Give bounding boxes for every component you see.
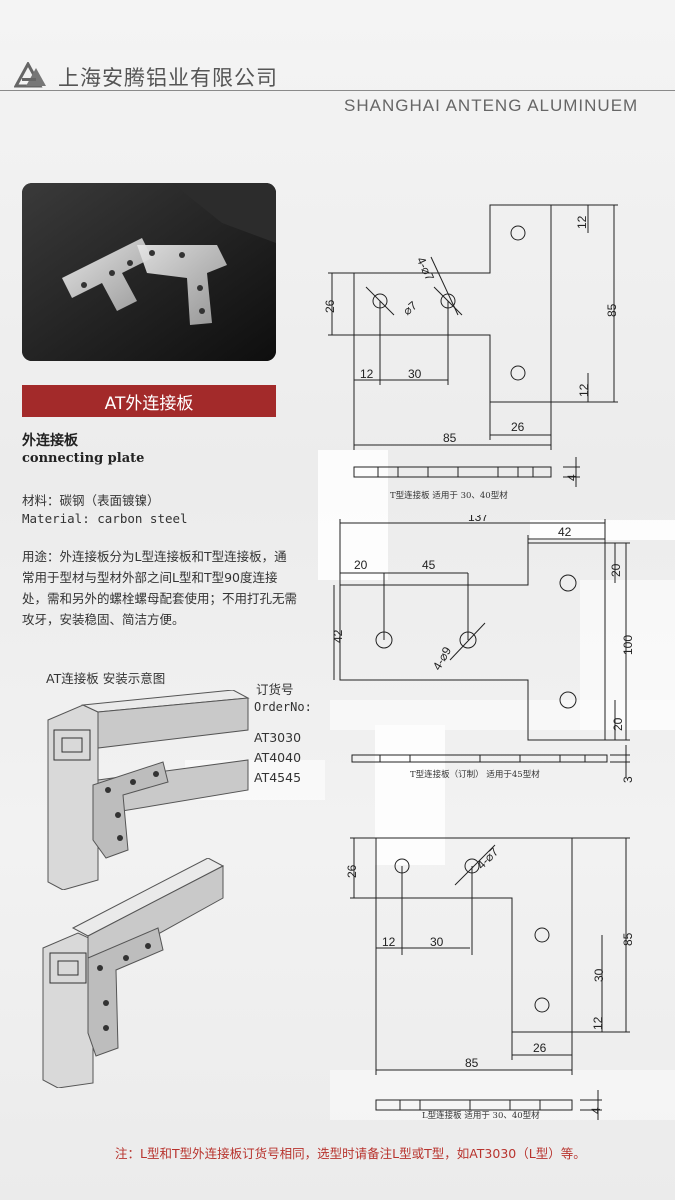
dim-label: 30 <box>592 968 606 982</box>
dim-label: 3 <box>621 776 635 783</box>
header-divider <box>0 90 675 91</box>
dim-label: 26 <box>533 1041 547 1055</box>
dim-label: 85 <box>465 1056 479 1070</box>
dim-label: 45 <box>422 558 436 572</box>
hole <box>534 927 550 943</box>
product-photo <box>22 183 276 361</box>
dim-label: 12 <box>382 935 396 949</box>
footer-note: 注：L型和T型外连接板订货号相同，选型时请备注L型或T型，如AT3030（L型）… <box>115 1146 586 1161</box>
dim-label: 20 <box>609 563 623 577</box>
dim-label: 20 <box>611 717 625 731</box>
order-title-en: OrderNo: <box>254 700 312 714</box>
dim-label: 42 <box>331 629 345 643</box>
order-item: AT4545 <box>254 770 302 785</box>
dim-label: 85 <box>621 932 635 946</box>
install-illustration-l <box>42 858 225 1088</box>
company-name-cn: 上海安腾铝业有限公司 <box>58 66 278 90</box>
install-diagram-title: AT连接板 安装示意图 <box>46 671 166 686</box>
dim-label: 4 <box>589 1107 603 1114</box>
order-title-cn: 订货号 <box>256 682 294 697</box>
order-item: AT4040 <box>254 750 302 765</box>
order-item: AT3030 <box>254 730 302 745</box>
t-plate-outline <box>353 204 552 403</box>
dim-label: 20 <box>354 558 368 572</box>
dim-label: 85 <box>605 303 619 317</box>
company-name-en: SHANGHAI ANTENG ALUMINUEM <box>344 96 639 115</box>
material-cn: 材料：碳钢（表面镀镍） <box>22 493 160 508</box>
dim-label: 26 <box>323 299 337 313</box>
bg-profile-shape <box>318 450 388 580</box>
dim-label: 4 <box>565 474 579 481</box>
drawing-caption: T型连接板（订制） 适用于45型材 <box>410 769 540 780</box>
hole <box>510 365 526 381</box>
drawing-t-plate-custom: 137 42 20 45 20 100 42 4-⌀9 20 3 T型连接板（订… <box>331 515 635 783</box>
dim-label: 4-⌀7 <box>474 845 502 873</box>
product-banner: AT外连接板 <box>22 385 276 417</box>
drawing-caption: T型连接板 适用于 30、40型材 <box>390 490 508 500</box>
install-illustration-t <box>47 690 250 890</box>
dim-label: 26 <box>345 864 359 878</box>
dim-label: 12 <box>577 383 591 397</box>
dim-label: 12 <box>360 367 374 381</box>
drawing-t-plate: 12 85 4-⌀7 26 ⌀7 12 30 12 26 85 4 T型连接板 … <box>323 204 619 500</box>
company-logo <box>14 62 46 88</box>
hole <box>559 691 577 709</box>
material-en: Material: carbon steel <box>22 511 188 526</box>
dim-label: 4-⌀9 <box>430 644 455 673</box>
usage-text: 用途：外连接板分为L型连接板和T型连接板，通常用于型材与型材外部之间L型和T型9… <box>22 549 298 627</box>
dim-label: 4-⌀7 <box>414 255 437 283</box>
drawing-l-plate: 26 4-⌀7 85 12 30 30 12 26 85 4 L型连接板 适用于… <box>345 837 635 1120</box>
dim-label: 85 <box>443 431 457 445</box>
dim-label: 12 <box>575 215 589 229</box>
product-name-en: connecting plate <box>22 451 145 466</box>
t-plate-custom-outline <box>339 542 606 741</box>
side-view <box>353 466 552 478</box>
dim-label: 12 <box>591 1016 605 1030</box>
side-view <box>375 1099 573 1111</box>
hole <box>510 225 526 241</box>
l-plate-outline <box>375 837 573 1033</box>
order-list: AT3030 AT4040 AT4545 <box>254 728 301 788</box>
dim-label: 26 <box>511 420 525 434</box>
hole <box>534 997 550 1013</box>
dim-label: ⌀7 <box>400 298 420 318</box>
hole <box>559 574 577 592</box>
drawing-caption: L型连接板 适用于 30、40型材 <box>422 1110 540 1120</box>
dim-label: 30 <box>408 367 422 381</box>
dim-label: 100 <box>621 635 635 655</box>
dim-label: 30 <box>430 935 444 949</box>
dim-label: 42 <box>558 525 572 539</box>
product-name-cn: 外连接板 <box>22 433 78 449</box>
dim-label: 137 <box>468 515 488 524</box>
